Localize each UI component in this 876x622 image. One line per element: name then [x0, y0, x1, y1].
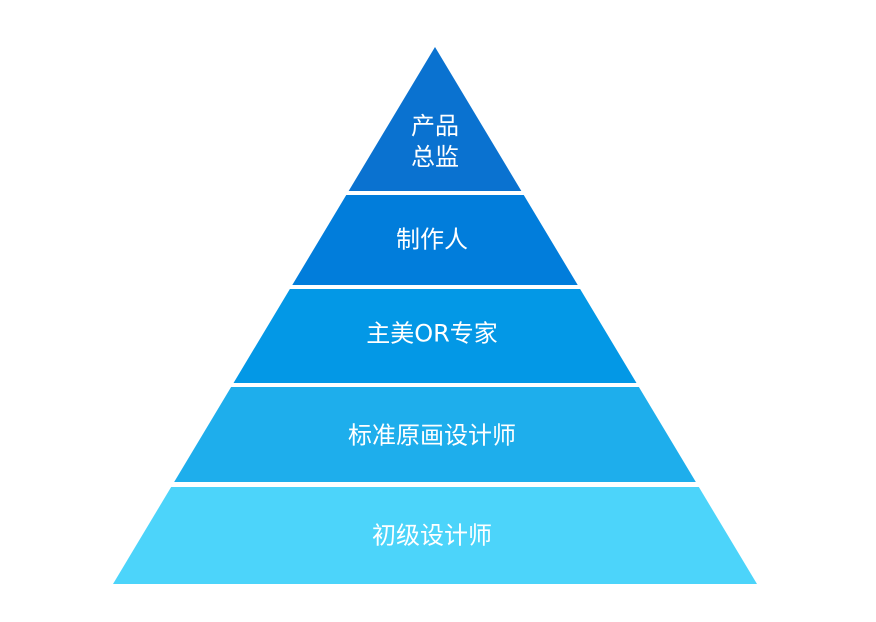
level-lead-artist-or-expert	[233, 289, 637, 383]
level-label-lead-artist-or-expert: 主美OR专家	[366, 319, 498, 348]
level-product-director	[348, 47, 522, 191]
level-label-product-director: 产品 总监	[411, 112, 459, 171]
level-label-standard-concept-designer: 标准原画设计师	[348, 421, 516, 450]
level-label-producer: 制作人	[396, 225, 468, 254]
level-label-junior-designer: 初级设计师	[372, 521, 492, 550]
level-standard-concept-designer	[174, 387, 696, 482]
level-junior-designer	[113, 487, 757, 584]
level-producer	[292, 195, 578, 285]
